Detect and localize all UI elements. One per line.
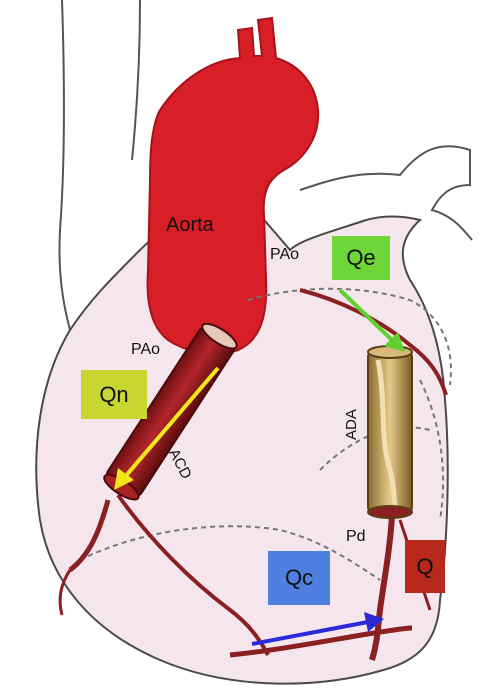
qe-box: Qe bbox=[332, 236, 390, 280]
svc-outline-right bbox=[132, 0, 140, 160]
ada-tube bbox=[368, 346, 412, 518]
qn-text: Qn bbox=[99, 382, 128, 408]
qn-box: Qn bbox=[81, 370, 147, 419]
svc-outline bbox=[59, 0, 70, 330]
ada-label: ADA bbox=[343, 409, 360, 440]
pao-left-label: PAo bbox=[131, 341, 160, 359]
qc-box: Qc bbox=[268, 551, 330, 605]
q-text: Q bbox=[416, 554, 433, 580]
qe-text: Qe bbox=[346, 245, 375, 271]
pao-top-label: PAo bbox=[270, 246, 299, 264]
aorta-label: Aorta bbox=[166, 214, 214, 237]
pd-label: Pd bbox=[346, 528, 366, 546]
qc-text: Qc bbox=[285, 565, 313, 591]
q-box: Q bbox=[405, 540, 445, 593]
